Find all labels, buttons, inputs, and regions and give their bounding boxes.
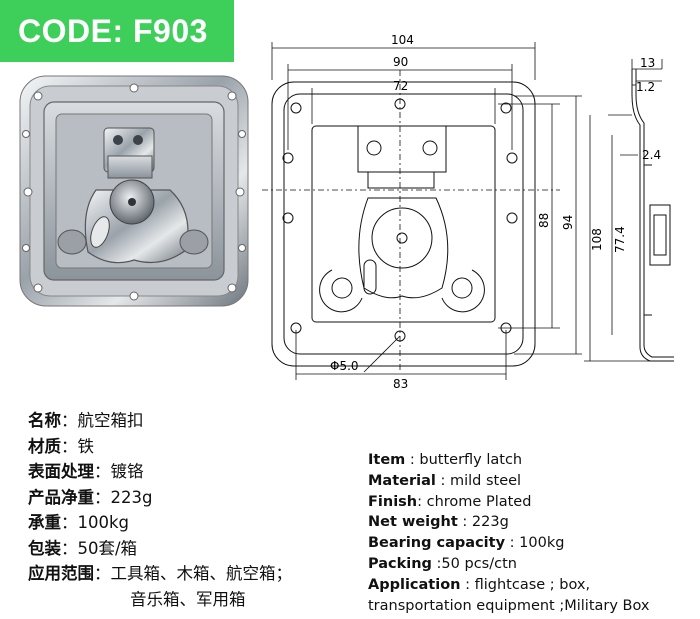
product-photo <box>19 75 249 307</box>
specs-english: Item : butterfly latch Material : mild s… <box>368 450 698 616</box>
drawing-hinge <box>357 125 447 173</box>
spec-en-row: Material : mild steel <box>368 472 522 489</box>
spec-en-row: Finish: chrome Plated <box>368 493 532 510</box>
spec-en-row: Application : flightcase ; box, <box>368 576 591 593</box>
dim-height-mid: 94 <box>561 215 575 230</box>
spec-cn-row: 名称：航空箱扣 <box>28 411 144 430</box>
dim-side-depth: 13 <box>640 56 655 70</box>
spec-cn-row: 材质：铁 <box>28 436 94 456</box>
spec-cn-row: 产品净重：223g <box>28 487 153 507</box>
dim-side-height: 77.4 <box>613 226 627 253</box>
photo-mount-holes <box>22 83 246 301</box>
front-view-drawing: 104 90 72 83 Φ5.0 88 94 <box>262 33 582 390</box>
side-view-drawing: 13 1.2 2.4 108 77.4 <box>584 56 674 362</box>
photo-butterfly-handle <box>57 179 209 264</box>
spec-en-row: Net weight : 223g <box>368 514 509 531</box>
photo-hinge <box>103 127 155 179</box>
spec-cn-row: 表面处理：镀铬 <box>28 462 144 481</box>
spec-en-row: Item : butterfly latch <box>368 452 523 468</box>
drawing-outer-plate <box>271 81 536 367</box>
dim-width-mid: 90 <box>393 55 408 69</box>
dim-hole-dia: Φ5.0 <box>330 359 359 373</box>
spec-cn-row: 包装：50套/箱 <box>28 538 138 558</box>
drawing-inner-plate <box>283 93 524 355</box>
dim-side-gap: 2.4 <box>642 148 661 162</box>
dim-side-flange: 1.2 <box>636 80 655 94</box>
dim-width-outer: 104 <box>391 33 414 47</box>
side-profile <box>631 69 674 362</box>
spec-cn-row: 承重：100kg <box>28 513 130 532</box>
spec-en-row: Bearing capacity : 100kg <box>368 535 565 552</box>
spec-cn-continuation: 音乐箱、军用箱 <box>130 589 246 609</box>
dim-width-inner: 72 <box>393 79 408 93</box>
dim-height-outer: 108 <box>590 228 604 251</box>
drawing-butterfly <box>358 197 449 299</box>
dim-width-bottom: 83 <box>393 377 408 390</box>
spec-cn-row: 应用范围：工具箱、木箱、航空箱； <box>28 564 292 583</box>
drawing-recess <box>311 125 496 323</box>
specs-chinese: 名称：航空箱扣 材质：铁 表面处理：镀铬 产品净重：223g 承重：100kg … <box>28 408 368 612</box>
dim-height-inner: 88 <box>537 213 551 228</box>
spec-en-row: Packing :50 pcs/ctn <box>368 555 517 572</box>
spec-en-continuation: transportation equipment ;Military Box <box>368 597 650 614</box>
product-code-badge: CODE: F903 <box>0 0 234 62</box>
